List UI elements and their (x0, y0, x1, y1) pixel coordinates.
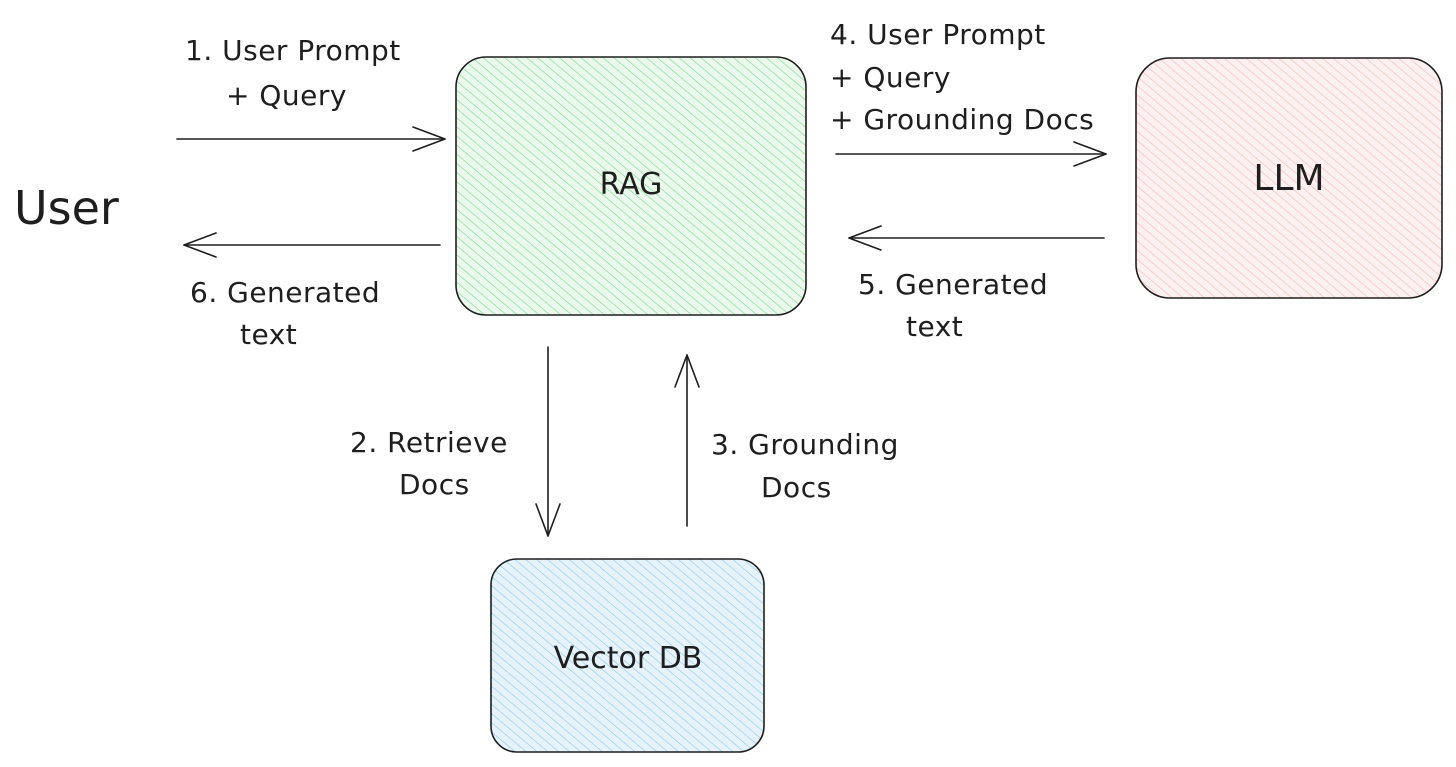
vector-db-node: Vector DB (490, 558, 765, 753)
step4-line2: + Query (830, 61, 951, 94)
step2-line1: 2. Retrieve (350, 426, 508, 459)
llm-node-label: LLM (1253, 158, 1324, 199)
arrow-rag-to-user (183, 232, 441, 258)
edge-label-step1: 1. User Prompt + Query (185, 34, 401, 112)
rag-box (455, 56, 807, 316)
rag-node-label: RAG (600, 167, 663, 202)
arrow-rag-to-vector-db (535, 346, 561, 537)
llm-node: LLM (1135, 57, 1443, 299)
edge-label-step3: 3. Grounding Docs (711, 428, 899, 504)
step5-line1: 5. Generated (858, 268, 1048, 301)
edge-label-step5: 5. Generated text (858, 268, 1048, 343)
user-node-label: User (14, 181, 119, 235)
vector-db-box (490, 558, 765, 753)
step4-line1: 4. User Prompt (830, 18, 1046, 51)
edge-label-step2: 2. Retrieve Docs (350, 426, 508, 501)
arrow-rag-to-llm (835, 141, 1107, 167)
edge-label-step4: 4. User Prompt + Query + Grounding Docs (830, 18, 1094, 136)
step6-line1: 6. Generated (190, 276, 380, 309)
step1-line1: 1. User Prompt (185, 34, 401, 67)
rag-node: RAG (455, 56, 807, 316)
llm-box (1135, 57, 1443, 299)
arrow-user-to-rag (176, 126, 446, 152)
step1-line2: + Query (226, 79, 347, 112)
step3-line2: Docs (761, 471, 832, 504)
arrow-vector-db-to-rag (674, 354, 700, 527)
step4-line3: + Grounding Docs (830, 103, 1094, 136)
edge-label-step6: 6. Generated text (190, 276, 380, 351)
step5-line2: text (906, 310, 963, 343)
step6-line2: text (240, 318, 297, 351)
step3-line1: 3. Grounding (711, 428, 899, 461)
vector-db-node-label: Vector DB (554, 641, 703, 676)
step2-line2: Docs (399, 468, 470, 501)
arrow-llm-to-rag (848, 225, 1105, 251)
